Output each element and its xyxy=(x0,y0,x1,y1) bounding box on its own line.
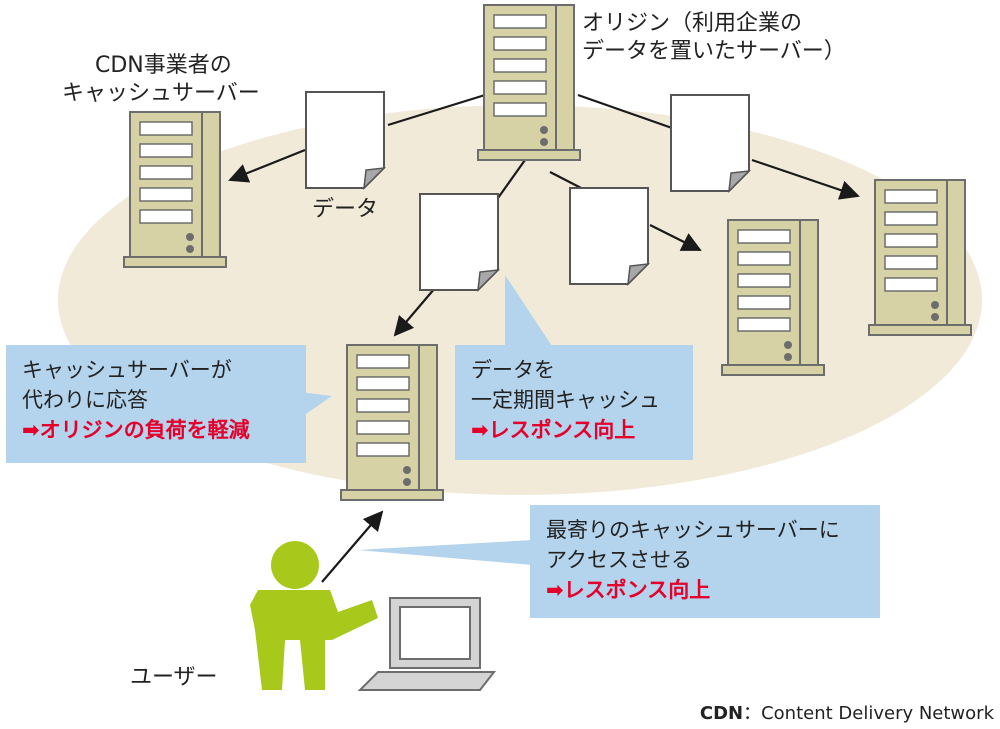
callout-text: アクセスさせる xyxy=(546,548,692,572)
callout-text: キャッシュサーバーが xyxy=(22,358,232,382)
callout-cache-response: キャッシュサーバーが 代わりに応答 ➡オリジンの負荷を軽減 xyxy=(6,345,306,463)
document-icon xyxy=(305,91,385,189)
arrow-icon xyxy=(751,158,860,200)
right-arrow-icon: ➡ xyxy=(471,418,489,442)
callout-nearest-access: 最寄りのキャッシュサーバーに アクセスさせる ➡レスポンス向上 xyxy=(530,505,880,618)
document-icon xyxy=(569,187,649,285)
origin-label-line1: オリジン（利用企業の xyxy=(582,11,803,36)
data-flow-arrows xyxy=(228,93,860,583)
callout-pointer xyxy=(505,275,552,346)
server-icon xyxy=(477,4,581,161)
callout-text: 一定期間キャッシュ xyxy=(471,388,660,412)
user-label: ユーザー xyxy=(130,665,218,690)
callout-cache-period: データを 一定期間キャッシュ ➡レスポンス向上 xyxy=(455,345,693,460)
user-icon xyxy=(250,541,378,690)
callout-pointer xyxy=(358,540,532,565)
footnote-separator: ： xyxy=(743,703,762,724)
server-icon xyxy=(868,179,972,336)
document-icon xyxy=(670,94,750,192)
right-arrow-icon: ➡ xyxy=(22,418,40,442)
callout-text: データを xyxy=(471,358,555,382)
arrow-icon xyxy=(387,93,486,127)
footnote-abbr: CDN xyxy=(699,703,744,724)
server-icon xyxy=(340,344,444,501)
callout-text: 最寄りのキャッシュサーバーに xyxy=(546,518,840,542)
data-label: データ xyxy=(312,197,379,222)
callout-result: ➡レスポンス向上 xyxy=(471,418,636,442)
callout-result: ➡レスポンス向上 xyxy=(546,578,711,602)
arrow-icon xyxy=(577,93,673,130)
arrow-icon xyxy=(228,148,306,183)
cdn-server-label-line2: キャッシュサーバー xyxy=(62,81,260,106)
origin-label-line2: データを置いたサーバー） xyxy=(582,39,846,64)
callout-text: 代わりに応答 xyxy=(22,388,148,412)
cdn-server-label-line1: CDN事業者の xyxy=(95,53,232,78)
arrow-icon xyxy=(497,159,526,199)
server-icon xyxy=(123,111,227,268)
arrow-icon xyxy=(649,224,702,251)
server-icon xyxy=(721,219,825,376)
callout-result: ➡オリジンの負荷を軽減 xyxy=(22,418,250,442)
laptop-icon xyxy=(357,597,497,691)
arrow-icon xyxy=(393,287,436,337)
document-icon xyxy=(419,193,499,291)
callout-pointer xyxy=(300,392,332,418)
footnote-full: Content Delivery Network xyxy=(761,703,994,724)
footnote: CDN：Content Delivery Network xyxy=(700,699,994,725)
right-arrow-icon: ➡ xyxy=(546,578,564,602)
arrow-icon xyxy=(321,510,384,583)
